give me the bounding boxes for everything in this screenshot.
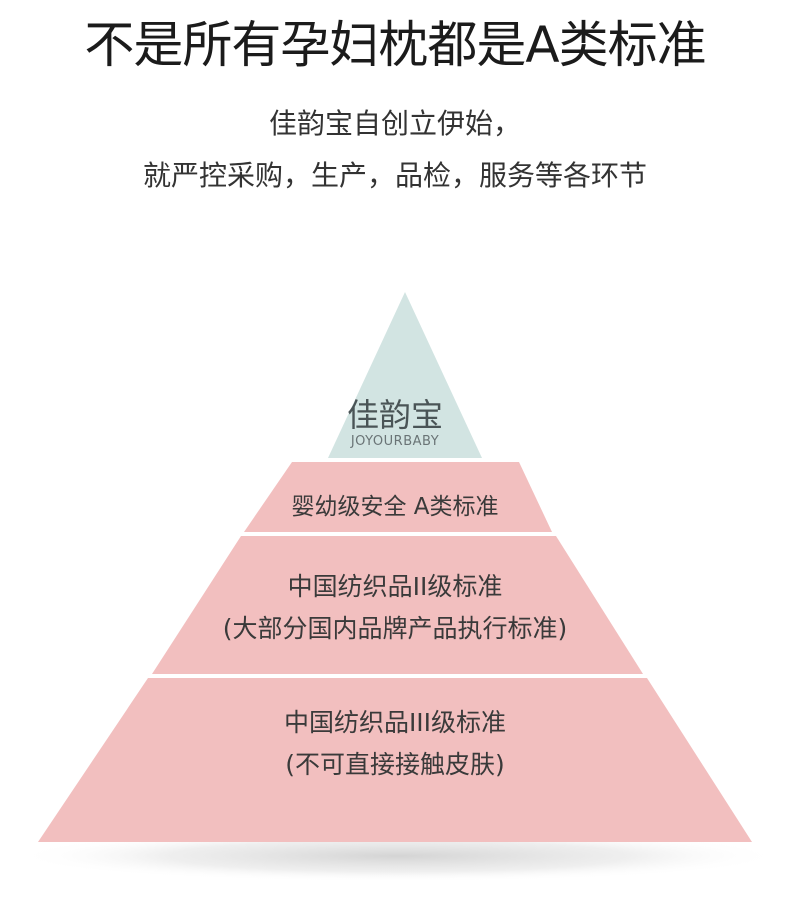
brand-name: 佳韵宝 <box>346 396 443 434</box>
tier-b-note: (大部分国内品牌产品执行标准) <box>222 614 568 643</box>
tier-c-note: (不可直接接触皮肤) <box>285 750 505 779</box>
pyramid-tier-grade-3 <box>38 678 752 842</box>
pyramid-shadow <box>13 830 783 882</box>
brand-name-en: JOYOURBABY <box>350 434 440 449</box>
subtitle-line-2: 就严控采购，生产，品检，服务等各环节 <box>142 159 647 192</box>
subtitle-line-1: 佳韵宝自创立伊始， <box>268 107 521 140</box>
pyramid-tier-top <box>328 292 482 458</box>
pyramid-tier-a-class <box>244 462 552 532</box>
headline: 不是所有孕妇枕都是A类标准 <box>84 16 706 74</box>
tier-b-label: 中国纺织品II级标准 <box>287 572 503 601</box>
tier-a-label: 婴幼级安全 A类标准 <box>291 494 499 520</box>
tier-c-label: 中国纺织品III级标准 <box>283 708 507 737</box>
pyramid-tier-grade-2 <box>152 536 643 674</box>
